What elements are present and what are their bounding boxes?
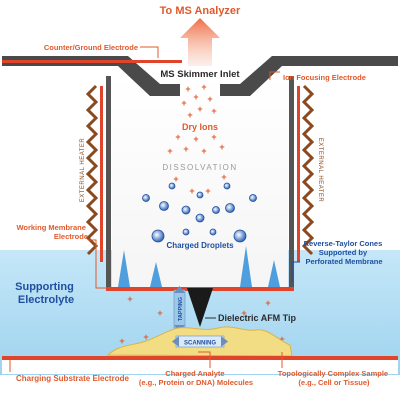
working-membrane-line2: Electrode: [54, 232, 88, 241]
tapping-label: TAPPING: [178, 297, 184, 321]
chamber: [112, 76, 288, 288]
reverse-taylor-line1: Reverse-Taylor Cones: [304, 239, 383, 248]
positive-ion-icon: +: [157, 308, 162, 318]
taylor-cone: [150, 262, 162, 287]
positive-ion-icon: +: [201, 82, 206, 92]
droplet: [142, 194, 150, 202]
heater-left-label: EXTERNAL HEATER: [80, 138, 86, 203]
droplet: [223, 182, 231, 190]
supporting-electrolyte-label: Supporting Electrolyte: [15, 281, 77, 306]
droplet: [249, 194, 257, 202]
positive-ion-icon: +: [197, 104, 202, 114]
dissolvation-label: DISSOLVATION: [162, 163, 237, 172]
positive-ion-icon: +: [175, 132, 180, 142]
droplet: [195, 213, 205, 223]
droplet: [182, 228, 190, 236]
substrate-base: [2, 360, 398, 374]
positive-ion-icon: +: [279, 334, 284, 344]
charging-substrate-electrode: [2, 356, 398, 360]
heater-right-coil: [301, 84, 315, 256]
reverse-taylor-label: Reverse-Taylor Cones Supported by Perfor…: [304, 239, 385, 266]
skimmer-plate-right: [220, 56, 398, 96]
ion-focusing-right: [297, 86, 300, 262]
charging-substrate-label: Charging Substrate Electrode: [16, 374, 129, 383]
to-ms-analyzer-label: To MS Analyzer: [160, 5, 241, 17]
positive-ion-icon: +: [201, 146, 206, 156]
afm-tip-label: Dielectric AFM Tip: [218, 313, 297, 323]
droplet: [151, 229, 165, 243]
taylor-cone: [118, 250, 130, 287]
positive-ion-icon: +: [183, 144, 188, 154]
positive-ion-icon: +: [119, 336, 124, 346]
skimmer-plate: [2, 56, 180, 96]
chamber-wall-left: [106, 76, 111, 290]
supporting-line1: Supporting: [15, 281, 74, 293]
positive-ion-icon: +: [143, 332, 148, 342]
droplet: [212, 206, 220, 214]
chamber-wall-right: [289, 76, 294, 290]
charged-droplets-label: Charged Droplets: [166, 241, 234, 250]
reverse-taylor-line3: Perforated Membrane: [305, 257, 382, 266]
droplets: [142, 182, 257, 243]
droplet: [168, 182, 176, 190]
positive-ion-icon: +: [185, 84, 190, 94]
taylor-cone: [240, 246, 252, 287]
positive-ion-icon: +: [173, 174, 178, 184]
taylor-cone: [268, 260, 280, 287]
dry-ions-label: Dry Ions: [182, 122, 218, 132]
positive-ion-icon: +: [193, 92, 198, 102]
droplet: [209, 228, 217, 236]
working-membrane-line1: Working Membrane: [16, 223, 85, 232]
droplet: [233, 229, 247, 243]
leader-lines: [9, 46, 300, 372]
charged-analyte-label: Charged Analyte (e.g., Protein or DNA) M…: [139, 369, 253, 387]
positive-ion-icon: +: [205, 186, 210, 196]
ion-focusing-left: [100, 86, 103, 262]
counter-electrode-label: Counter/Ground Electrode: [44, 43, 138, 52]
scanning-arrow: [172, 335, 228, 348]
positive-ion-icon: +: [181, 98, 186, 108]
positive-ion-icon: +: [221, 172, 226, 182]
positive-ion-icon: +: [187, 110, 192, 120]
supporting-line2: Electrolyte: [18, 294, 74, 306]
ms-arrow: [180, 18, 220, 66]
positive-ion-icon: +: [167, 146, 172, 156]
droplet: [159, 201, 169, 211]
droplet: [181, 205, 191, 215]
heater-left-coil: [85, 84, 99, 256]
scanning-label: SCANNING: [184, 341, 216, 347]
topological-line1: Topologically Complex Sample: [278, 369, 388, 378]
positive-ion-icon: +: [207, 94, 212, 104]
reverse-taylor-line2: Supported by: [319, 248, 368, 257]
skimmer-inlet-label: MS Skimmer Inlet: [160, 69, 240, 80]
charged-analyte-line1: Charged Analyte: [165, 369, 224, 378]
droplet: [196, 191, 204, 199]
afm-tip: [187, 288, 213, 327]
taylor-cones: [118, 246, 280, 287]
droplet: [225, 203, 235, 213]
positive-ion-icon: +: [219, 142, 224, 152]
ion-focusing-label: Ion Focusing Electrode: [283, 73, 366, 82]
positive-ion-icon: +: [127, 294, 132, 304]
positive-ion-icon: +: [211, 106, 216, 116]
topological-sample-label: Topologically Complex Sample (e.g., Cell…: [278, 369, 390, 387]
topological-line2: (e.g., Cell or Tissue): [298, 378, 370, 387]
ion-plus-group: +++++++++++++++++++++++++++: [119, 82, 284, 346]
positive-ion-icon: +: [241, 308, 246, 318]
working-membrane-label: Working Membrane Electrode: [16, 223, 88, 241]
positive-ion-icon: +: [193, 134, 198, 144]
positive-ion-icon: +: [265, 298, 270, 308]
positive-ion-icon: +: [211, 132, 216, 142]
heater-right-label: EXTERNAL HEATER: [317, 138, 323, 203]
charged-analyte-line2: (e.g., Protein or DNA) Molecules: [139, 378, 253, 387]
counter-electrode-bar: [2, 60, 182, 63]
positive-ion-icon: +: [189, 186, 194, 196]
